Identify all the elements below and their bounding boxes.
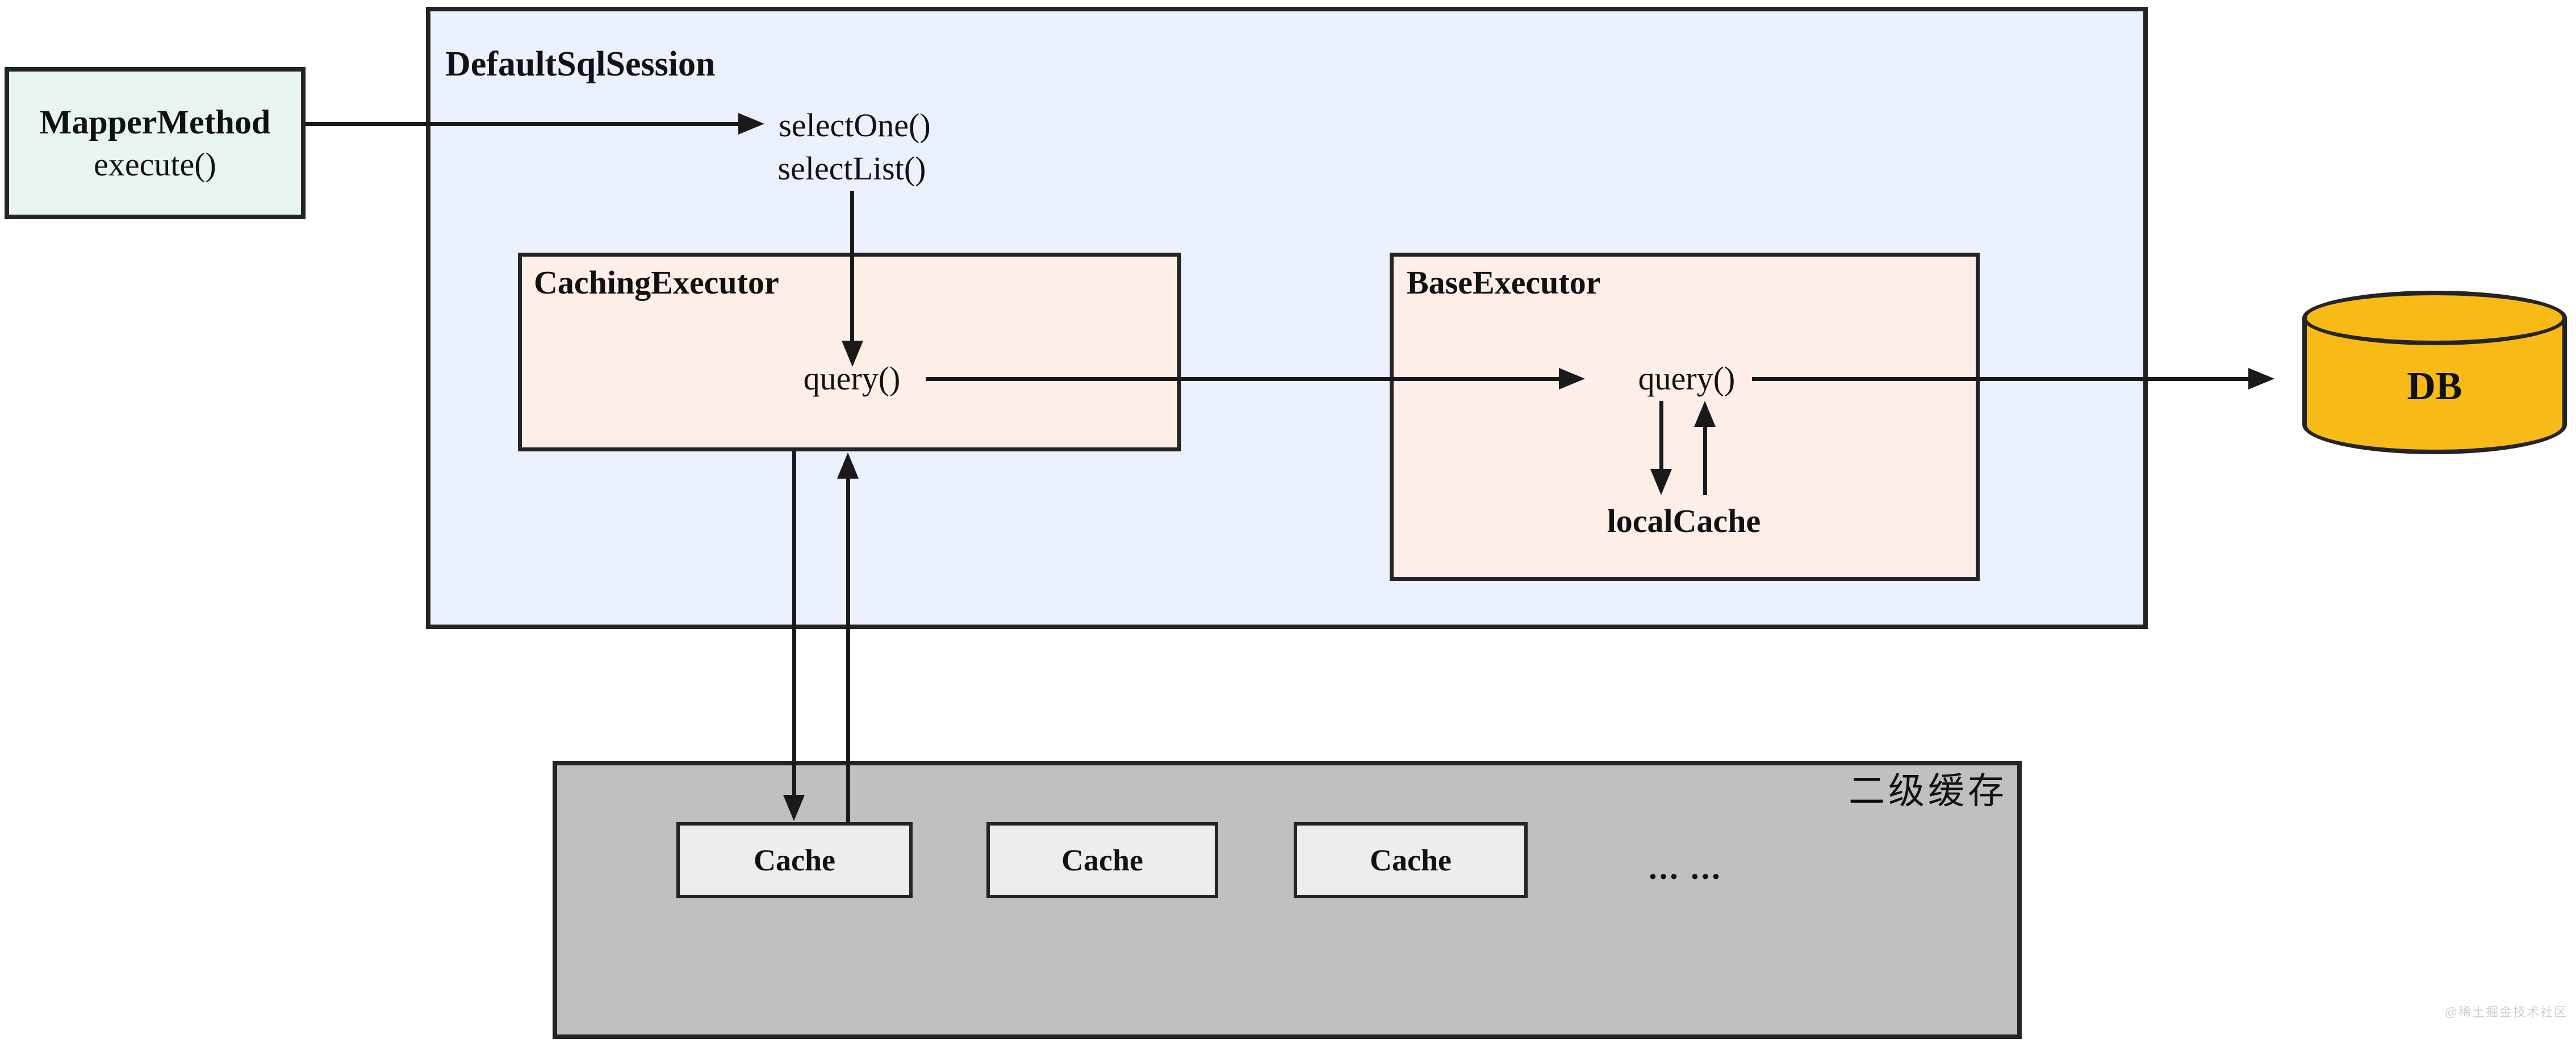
defaultsqlsession-title: DefaultSqlSession: [445, 45, 716, 83]
arrow-shaft: [1752, 377, 2248, 381]
arrow-head: [837, 453, 859, 479]
cache-label-1: Cache: [754, 843, 835, 877]
arrow-head: [1694, 401, 1716, 427]
arrow-shaft: [1659, 401, 1663, 472]
cache-label-2: Cache: [1061, 843, 1143, 877]
baseexecutor-title: BaseExecutor: [1407, 264, 1601, 301]
arrow-head: [1559, 368, 1585, 389]
db-cylinder-body: DB: [2302, 318, 2567, 454]
watermark-text: @稀土掘金技术社区: [2444, 1005, 2568, 1019]
cachingexecutor-query-label: query(): [803, 360, 901, 397]
arrow-shaft: [792, 451, 796, 797]
second-level-cache-label: 二级缓存: [1849, 771, 2008, 811]
localcache-label: localCache: [1607, 502, 1761, 539]
arrow-head: [783, 795, 805, 821]
arrow-head: [842, 341, 863, 367]
baseexecutor-box: [1390, 253, 1980, 581]
arrow-shaft: [1703, 425, 1707, 495]
arrow-shaft: [306, 122, 738, 126]
arrow-head: [1650, 469, 1672, 495]
db-cylinder-top-ellipse: [2302, 291, 2567, 345]
cache-box-1: Cache: [676, 822, 913, 898]
more-caches-ellipsis: ... ...: [1649, 849, 1722, 886]
arrow-head: [738, 113, 764, 135]
cache-label-3: Cache: [1370, 843, 1452, 877]
cachingexecutor-title: CachingExecutor: [534, 264, 779, 301]
db-cylinder: DB: [2302, 291, 2567, 454]
cache-box-3: Cache: [1294, 822, 1528, 898]
db-label: DB: [2407, 365, 2462, 408]
arrow-shaft: [926, 377, 1559, 381]
arrow-shaft: [846, 476, 850, 822]
selectlist-label: selectList(): [777, 150, 926, 187]
arrow-shaft: [850, 191, 854, 342]
cache-box-2: Cache: [986, 822, 1218, 898]
baseexecutor-query-label: query(): [1638, 360, 1736, 397]
second-level-cache-region: [553, 761, 2022, 1039]
mappermethod-execute-label: execute(): [94, 146, 216, 183]
mappermethod-title: MapperMethod: [39, 103, 271, 141]
arrow-head: [2248, 368, 2274, 389]
selectone-label: selectOne(): [779, 107, 931, 144]
mappermethod-box: MapperMethod execute(): [5, 67, 306, 219]
